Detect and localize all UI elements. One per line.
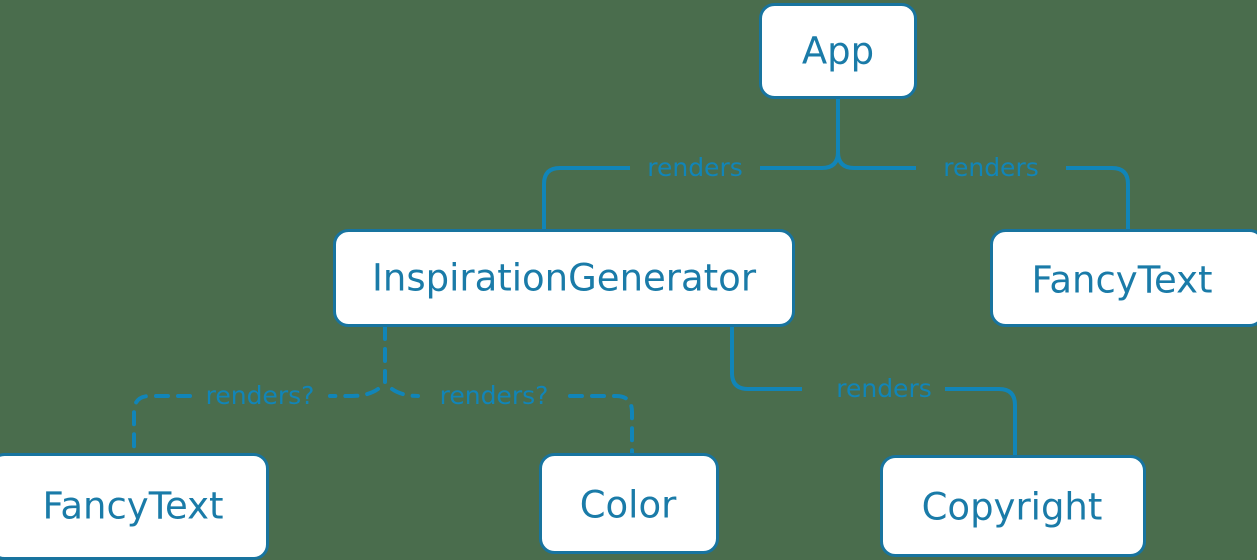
node-fancytext-bottom[interactable]: FancyText <box>0 453 269 560</box>
node-fancytext-bottom-box[interactable] <box>0 453 269 560</box>
node-app-box[interactable] <box>759 3 917 99</box>
node-fancytext-right-label: FancyText <box>1031 259 1212 302</box>
nodes-layer: App InspirationGenerator FancyText Fancy… <box>0 3 1257 560</box>
node-copyright[interactable]: Copyright <box>880 455 1146 557</box>
edge-label-app-to-inspiration-generator: renders <box>647 153 743 182</box>
node-inspiration-generator-box[interactable] <box>333 229 795 327</box>
node-fancytext-right-box[interactable] <box>990 229 1257 327</box>
node-app-label: App <box>802 30 874 73</box>
node-color[interactable]: Color <box>539 453 719 554</box>
node-inspiration-generator-label: InspirationGenerator <box>372 257 757 300</box>
edge-label-inspiration-generator-to-color: renders? <box>440 381 549 410</box>
node-copyright-label: Copyright <box>922 486 1103 529</box>
edge-label-app-to-fancytext-right: renders <box>943 153 1039 182</box>
edges-layer <box>132 99 1130 455</box>
edge-labels-layer: renders renders renders? renders? render… <box>206 153 1039 410</box>
edge-inspiration-generator-to-fancytext-bottom <box>132 387 380 455</box>
node-color-label: Color <box>580 484 677 527</box>
edge-inspiration-generator-to-copyright <box>730 327 1017 455</box>
node-fancytext-bottom-label: FancyText <box>42 485 223 528</box>
node-color-box[interactable] <box>539 453 719 554</box>
edge-app-to-fancytext-right <box>836 151 1130 229</box>
edge-inspiration-generator-to-color <box>390 387 634 455</box>
node-copyright-box[interactable] <box>880 455 1146 557</box>
node-fancytext-right[interactable]: FancyText <box>990 229 1257 327</box>
node-inspiration-generator[interactable]: InspirationGenerator <box>333 229 795 327</box>
edge-label-inspiration-generator-to-copyright: renders <box>836 374 932 403</box>
edge-label-inspiration-generator-to-fancytext-bottom: renders? <box>206 381 315 410</box>
node-app[interactable]: App <box>759 3 917 99</box>
